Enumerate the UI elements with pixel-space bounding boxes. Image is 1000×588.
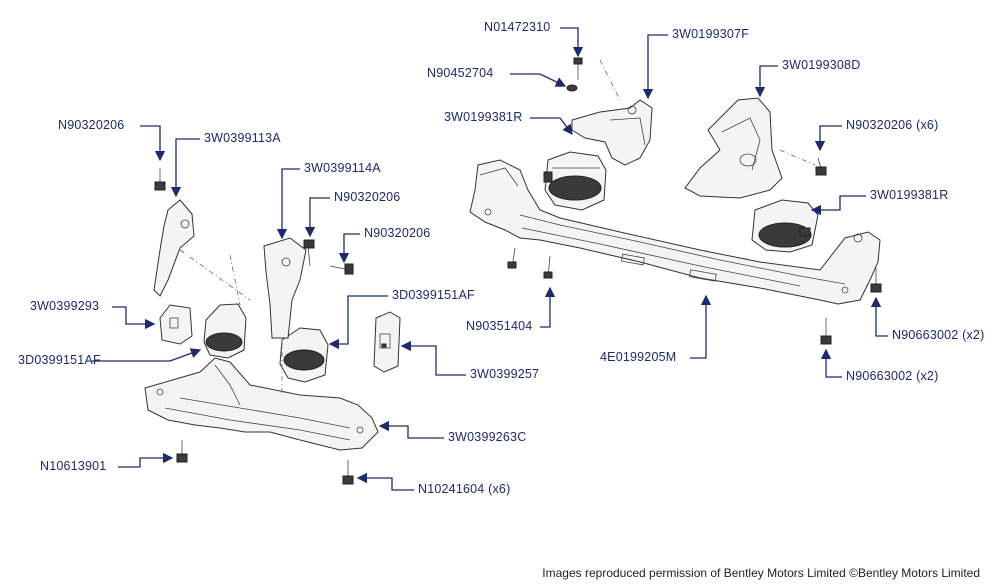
label-3w0399257: 3W0399257 [470,367,540,381]
label-3w0399114a: 3W0399114A [304,161,381,175]
label-3w0199308d: 3W0199308D [782,58,861,72]
bracket-3w0399113a [153,199,195,297]
bracket-3w0199307f [571,99,653,166]
label-n90320206-left: N90320206 [58,118,125,132]
label-n01472310: N01472310 [484,20,551,34]
bolt-n90320206-mid2 [329,263,354,275]
label-4e0199205m: 4E0199205M [600,350,677,364]
label-3w0199307f: 3W0199307F [672,27,750,41]
label-n90663002-b: N90663002 (x2) [846,369,939,383]
bolt-n90320206-mid1 [303,239,315,267]
bump-stop-3w0399293 [159,304,193,345]
bracket-3w0199308d [684,97,783,199]
mount-cover-3w0399257 [373,311,401,373]
right-subframe-4e0199205m [469,159,881,305]
label-3w0199381r-top: 3W0199381R [444,110,523,124]
bolt-n10613901 [176,440,188,463]
engine-mount-3w0199381r-right [751,199,819,253]
label-3d0399151af-left: 3D0399151AF [18,353,101,367]
left-subframe-3w0399263c [144,357,379,451]
washer-n90452704 [566,84,578,92]
label-3d0399151af-mid: 3D0399151AF [392,288,475,302]
label-n90452704: N90452704 [427,66,494,80]
label-3w0399293: 3W0399293 [30,299,100,313]
bolt-n10241604 [342,460,354,485]
label-n90320206-mid1: N90320206 [334,190,401,204]
label-3w0399263c: 3W0399263C [448,430,527,444]
leader-lines [92,27,888,491]
engine-mount-3w0199381r-top [543,151,607,211]
bolt-n90351404-a [507,247,517,269]
gearbox-mount-3d0399151af-left [203,303,247,359]
bolt-n90663002-b [820,318,832,345]
bolt-n90351404-b [543,255,553,279]
bolt-n90320206-left [154,168,166,191]
label-n10613901: N10613901 [40,459,107,473]
label-n90320206-x6: N90320206 (x6) [846,118,939,132]
bolt-n01472310 [573,57,583,80]
label-3w0399113a: 3W0399113A [204,131,281,145]
label-3w0199381r-right: 3W0199381R [870,188,949,202]
label-n90663002-a: N90663002 (x2) [892,328,985,342]
label-n90351404: N90351404 [466,319,533,333]
bolt-n90663002-a [870,268,882,293]
copyright-notice: Images reproduced permission of Bentley … [542,566,980,580]
bracket-3w0399114a [263,237,307,339]
label-n90320206-mid2: N90320206 [364,226,431,240]
bolt-n90320206-x6 [815,157,827,176]
gearbox-mount-3d0399151af-mid [279,327,329,383]
label-n10241604: N10241604 (x6) [418,482,511,496]
